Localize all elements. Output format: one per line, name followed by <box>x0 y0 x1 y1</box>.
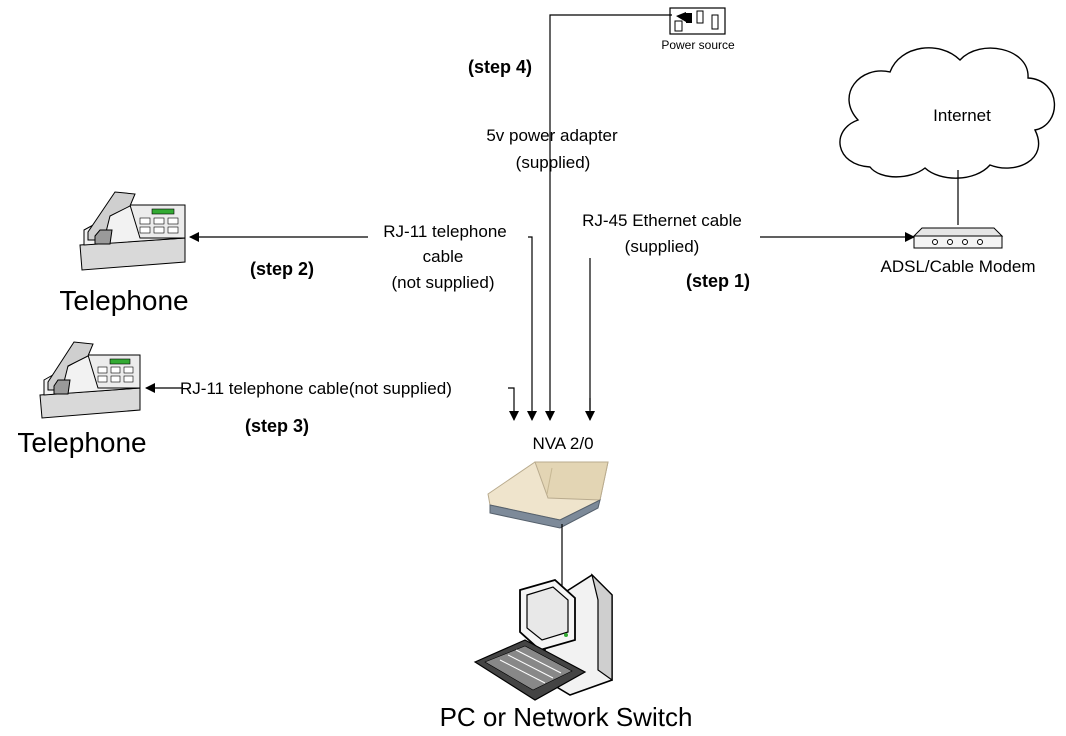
step4-label: (step 4) <box>468 57 532 77</box>
nva-device-icon <box>487 461 609 529</box>
modem-icon <box>912 227 1004 249</box>
rj11-top-label-line3: (not supplied) <box>391 273 494 292</box>
rj11-bottom-cable-vertical <box>508 387 515 398</box>
power-cable-line <box>549 14 672 398</box>
internet-label: Internet <box>933 106 991 125</box>
pc-icon <box>473 573 613 701</box>
telephone-bottom-icon <box>39 341 141 419</box>
rj11-top-label-line1: RJ-11 telephone <box>383 222 507 241</box>
modem-label: ADSL/Cable Modem <box>881 257 1036 276</box>
power-adapter-label-line2: (supplied) <box>516 153 591 172</box>
step2-label: (step 2) <box>250 259 314 279</box>
rj11-top-cable-vertical <box>528 236 533 398</box>
internet-cloud-icon <box>839 47 1056 179</box>
power-source-icon <box>669 7 726 35</box>
step3-label: (step 3) <box>245 416 309 436</box>
step1-label: (step 1) <box>686 271 750 291</box>
telephone-top-icon <box>79 191 186 271</box>
rj11-top-label-line2: cable <box>423 247 464 266</box>
telephone-bottom-label: Telephone <box>17 427 146 458</box>
device-label: NVA 2/0 <box>532 434 593 453</box>
telephone-top-label: Telephone <box>59 285 188 316</box>
pc-label: PC or Network Switch <box>440 702 693 731</box>
power-source-label: Power source <box>661 38 735 52</box>
rj45-label-line2: (supplied) <box>625 237 700 256</box>
rj45-label-line1: RJ-45 Ethernet cable <box>582 211 742 230</box>
rj11-bottom-label: RJ-11 telephone cable(not supplied) <box>180 379 452 398</box>
power-adapter-label-line1: 5v power adapter <box>486 126 618 145</box>
